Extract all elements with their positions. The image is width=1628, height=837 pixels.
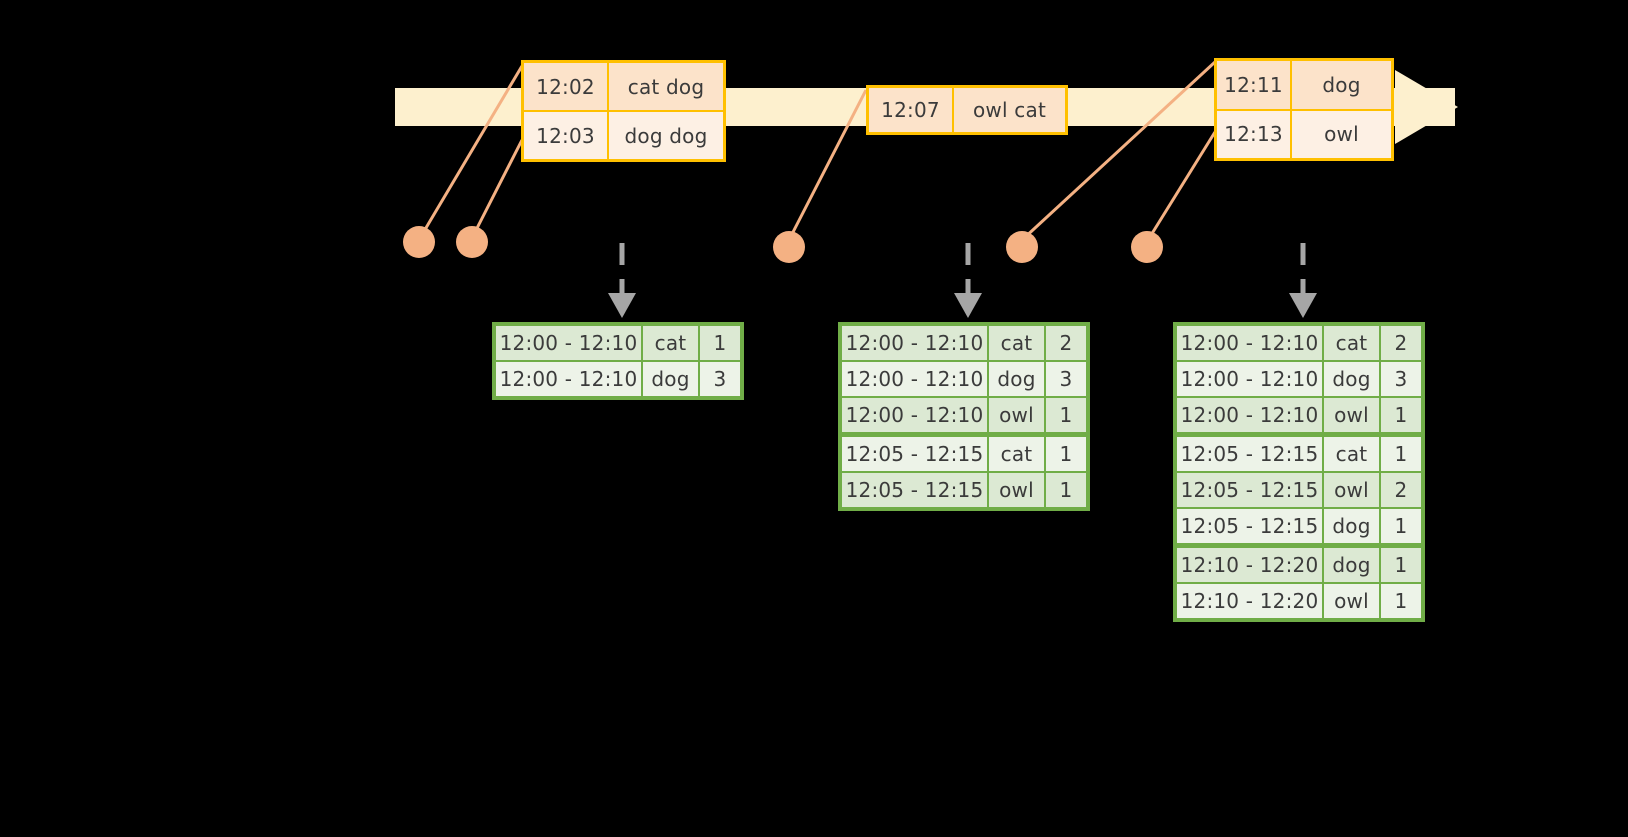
event-row[interactable]: 12:03 dog dog (524, 110, 723, 159)
table-cell-count: 3 (1381, 362, 1421, 396)
table-cell-count: 1 (1381, 584, 1421, 618)
table-cell-word: dog (989, 362, 1044, 396)
table-cell-word: cat (989, 326, 1044, 360)
table-cell-window: 12:05 - 12:15 (1177, 509, 1322, 543)
event-row[interactable]: 12:13 owl (1217, 108, 1391, 158)
table-cell-word: cat (1324, 326, 1379, 360)
event-time: 12:07 (869, 88, 954, 132)
table-cell-window: 12:05 - 12:15 (1177, 437, 1322, 471)
emit-arrow-3 (1289, 243, 1317, 318)
table-cell-word: cat (989, 437, 1044, 471)
event-words: owl cat (954, 88, 1065, 132)
event-box-3[interactable]: 12:11 dog 12:13 owl (1214, 58, 1394, 161)
table-cell-window: 12:05 - 12:15 (842, 473, 987, 507)
connector-dot (403, 226, 435, 258)
table-cell-window: 12:00 - 12:10 (1177, 362, 1322, 396)
table-cell-count: 1 (1381, 548, 1421, 582)
table-cell-window: 12:10 - 12:20 (1177, 548, 1322, 582)
table-cell-count: 1 (1381, 509, 1421, 543)
table-cell-count: 1 (700, 326, 740, 360)
connector-dot (1006, 231, 1038, 263)
table-cell-count: 1 (1381, 398, 1421, 432)
event-words: dog dog (609, 112, 723, 159)
table-cell-window: 12:00 - 12:10 (496, 362, 641, 396)
event-words: owl (1292, 110, 1391, 158)
connector-dot (1131, 231, 1163, 263)
table-cell-word: owl (1324, 584, 1379, 618)
event-time: 12:03 (524, 112, 609, 159)
table-cell-count: 3 (700, 362, 740, 396)
table-cell-word: dog (1324, 509, 1379, 543)
table-cell-count: 1 (1046, 437, 1086, 471)
table-cell-window: 12:00 - 12:10 (842, 362, 987, 396)
event-words: cat dog (609, 63, 723, 110)
event-row[interactable]: 12:07 owl cat (869, 88, 1065, 132)
table-cell-count: 1 (1381, 437, 1421, 471)
table-cell-word: dog (643, 362, 698, 396)
table-cell-window: 12:00 - 12:10 (842, 398, 987, 432)
table-cell-count: 1 (1046, 398, 1086, 432)
event-connector-dots (403, 226, 1163, 263)
table-cell-count: 1 (1046, 473, 1086, 507)
table-cell-word: cat (1324, 437, 1379, 471)
table-cell-count: 3 (1046, 362, 1086, 396)
table-cell-window: 12:00 - 12:10 (1177, 326, 1322, 360)
table-cell-word: owl (989, 398, 1044, 432)
event-box-2[interactable]: 12:07 owl cat (866, 85, 1068, 135)
table-cell-window: 12:00 - 12:10 (1177, 398, 1322, 432)
event-box-1[interactable]: 12:02 cat dog 12:03 dog dog (521, 60, 726, 162)
table-cell-word: owl (1324, 398, 1379, 432)
table-cell-word: dog (1324, 548, 1379, 582)
event-time: 12:13 (1217, 110, 1292, 158)
event-time: 12:02 (524, 63, 609, 110)
table-cell-count: 2 (1381, 326, 1421, 360)
emit-arrow-2 (954, 243, 982, 318)
connector-dot (773, 231, 805, 263)
event-row[interactable]: 12:11 dog (1217, 61, 1391, 109)
connector-dot (456, 226, 488, 258)
table-cell-count: 2 (1046, 326, 1086, 360)
table-cell-window: 12:05 - 12:15 (1177, 473, 1322, 507)
event-time: 12:11 (1217, 61, 1292, 109)
emit-arrows (608, 243, 1317, 318)
table-cell-window: 12:00 - 12:10 (842, 326, 987, 360)
table-cell-count: 2 (1381, 473, 1421, 507)
event-words: dog (1292, 61, 1391, 109)
emit-arrow-1 (608, 243, 636, 318)
table-cell-word: owl (989, 473, 1044, 507)
table-cell-word: owl (1324, 473, 1379, 507)
table-cell-word: cat (643, 326, 698, 360)
table-cell-word: dog (1324, 362, 1379, 396)
table-cell-window: 12:00 - 12:10 (496, 326, 641, 360)
table-cell-window: 12:10 - 12:20 (1177, 584, 1322, 618)
event-row[interactable]: 12:02 cat dog (524, 63, 723, 110)
table-cell-window: 12:05 - 12:15 (842, 437, 987, 471)
